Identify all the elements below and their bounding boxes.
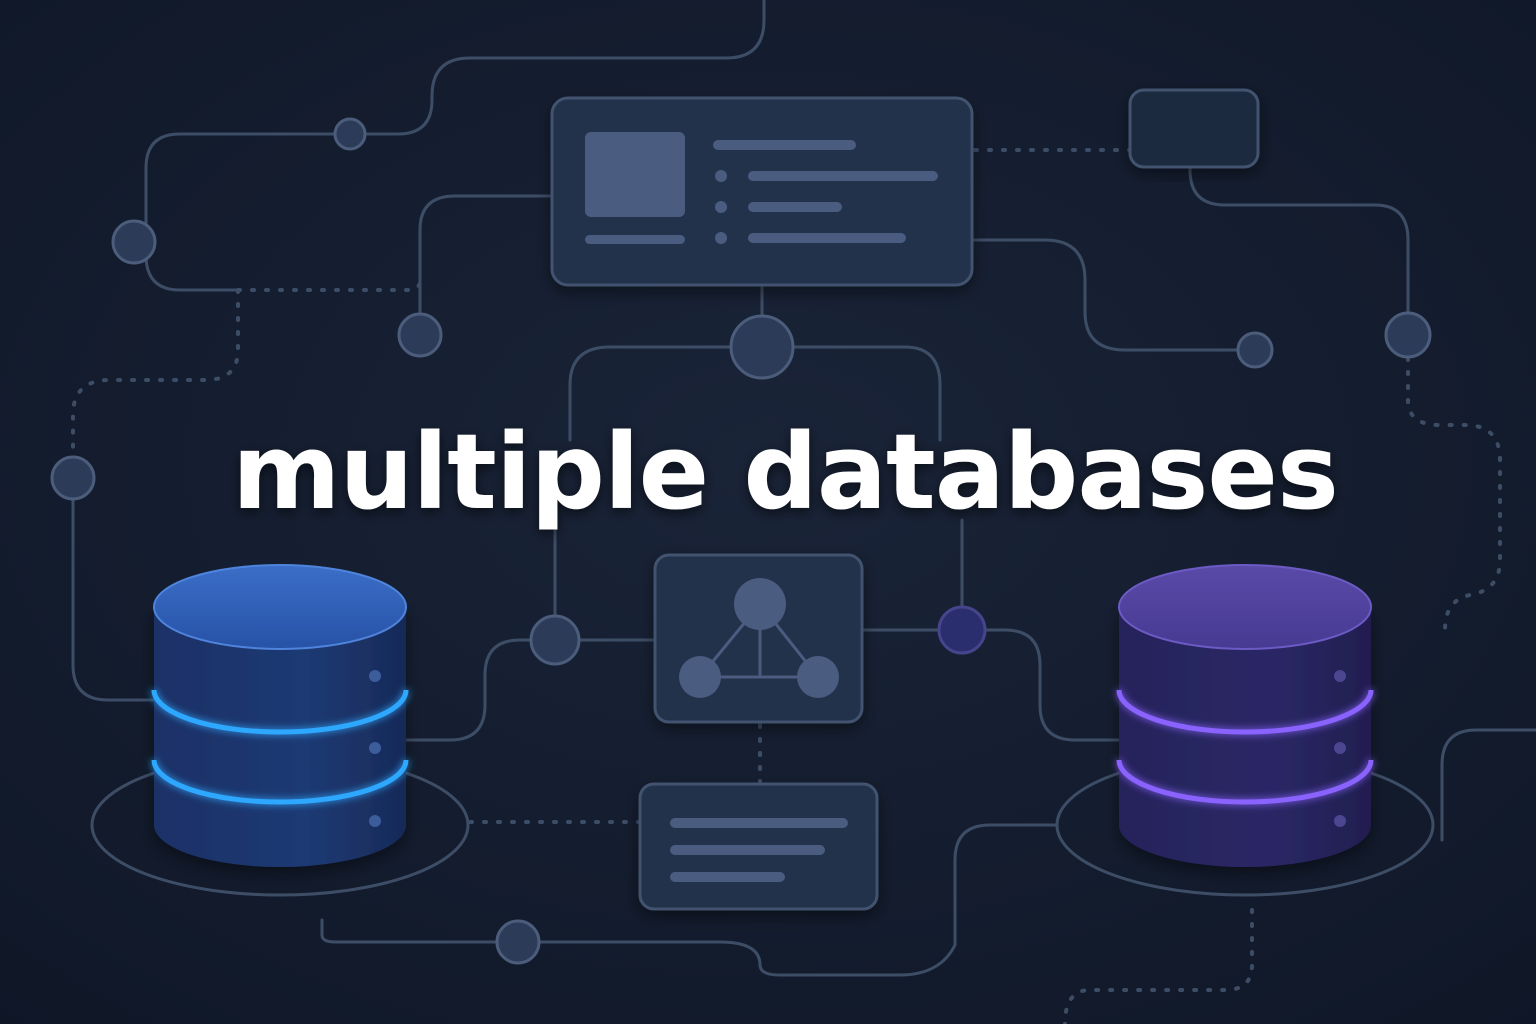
dotted-connectors (71, 148, 1502, 1024)
connector-card-to-node (418, 194, 554, 337)
profile-avatar-block (585, 132, 685, 217)
connector-nodes (50, 117, 1432, 965)
node-right-far (1384, 311, 1432, 359)
dotted-right-down (1406, 356, 1502, 632)
node-right-mid (1236, 331, 1274, 369)
connector-right-db (960, 628, 1120, 742)
connector-top-squiggle (348, 0, 766, 136)
right-db-top (1118, 564, 1372, 650)
connector-split (568, 345, 764, 442)
text-lines-icon (670, 818, 848, 882)
node-center-top (729, 314, 795, 380)
connector-split-right (760, 345, 942, 442)
profile-caption-line (585, 235, 685, 244)
connector-bottom-right (1440, 728, 1536, 842)
connector-left-db (403, 638, 557, 742)
node-center-right (937, 605, 987, 655)
connector-topleft-loop (144, 132, 352, 244)
headline-text: multiple databases (232, 411, 1338, 533)
connector-card-right (970, 238, 1257, 352)
node-top-left (333, 117, 367, 151)
network-graph-icon (679, 578, 839, 698)
right-database (1055, 564, 1435, 897)
profile-title-line (713, 140, 856, 150)
node-left-far (50, 455, 96, 501)
node-center-left (529, 614, 581, 666)
node-left-upper (111, 219, 157, 265)
blank-card-icon (1128, 88, 1260, 169)
connector-bottom-center (516, 823, 1057, 977)
profile-card-icon (585, 132, 938, 244)
left-database (90, 564, 470, 897)
node-left-mid (397, 312, 443, 358)
connector-bottom-left (320, 918, 520, 944)
left-db-top (153, 564, 407, 650)
node-bottom (495, 919, 541, 965)
dotted-bottom-right (1063, 908, 1254, 1024)
connector-left-vertical (71, 496, 157, 702)
connector-small-card-down (1188, 165, 1410, 337)
dotted-left-down (71, 288, 240, 467)
